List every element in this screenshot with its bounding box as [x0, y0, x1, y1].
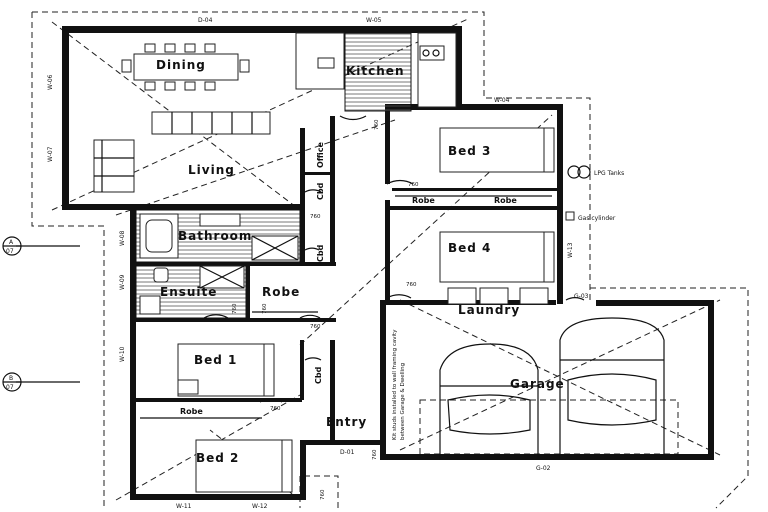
room-label-entry: Entry	[326, 415, 367, 429]
window-code-w11: W-11	[176, 503, 192, 510]
window-code-w06: W-06	[47, 74, 54, 90]
door-code-d01: D-01	[340, 449, 355, 456]
room-label-ensuite: Ensuite	[160, 285, 217, 299]
room-label-garage: Garage	[510, 377, 565, 391]
bed2-furniture	[140, 417, 293, 493]
interior-walls	[136, 104, 557, 440]
door-code-g02: G-02	[536, 465, 551, 472]
bed3-furniture	[395, 127, 555, 197]
window-code-d04: D-04	[198, 17, 213, 24]
room-label-kitchen: Kitchen	[346, 64, 405, 78]
section-marker-b	[2, 372, 80, 392]
room-label-robe-bed2: Robe	[180, 407, 203, 416]
window-code-w12: W-12	[252, 503, 268, 510]
window-code-w04: W-04	[494, 97, 510, 104]
room-label-dining: Dining	[156, 58, 206, 72]
window-code-w13: W-13	[567, 242, 574, 258]
room-label-robe-bed3-a: Robe	[412, 196, 435, 205]
section-marker-a	[2, 236, 80, 256]
kitchen-fittings	[295, 32, 457, 112]
annotation-gas-cylinder: Gas cylinder	[578, 215, 616, 222]
door-size-label: 760	[310, 324, 321, 330]
room-label-cbd-2: Cbd	[316, 244, 325, 262]
door-size-label: 760	[310, 214, 321, 220]
room-label-office: Office	[316, 142, 325, 168]
section-marker-a-letter: A	[9, 239, 14, 246]
room-label-bed4: Bed 4	[448, 241, 491, 255]
window-code-w10: W-10	[119, 346, 126, 362]
room-label-bed2: Bed 2	[196, 451, 239, 465]
annotation-lpg-tanks: LPG Tanks	[594, 170, 624, 177]
room-label-cbd-1: Cbd	[316, 182, 325, 200]
door-swings	[203, 115, 585, 403]
section-marker-b-sheet: 07	[6, 384, 14, 391]
section-marker-b-letter: B	[9, 375, 13, 382]
room-label-bed3: Bed 3	[448, 144, 491, 158]
bed1-furniture	[177, 343, 275, 397]
bathroom-fittings	[135, 209, 301, 263]
annotation-garage-wall-note-2: between Garage & Dwelling	[400, 363, 406, 440]
door-size-label: 760	[372, 449, 378, 460]
garage-cars	[439, 317, 665, 460]
window-code-w08: W-08	[119, 230, 126, 246]
door-size-label: 760	[406, 282, 417, 288]
room-label-robe-bed3-b: Robe	[494, 196, 517, 205]
room-label-living: Living	[188, 163, 235, 177]
lpg-tanks	[565, 165, 591, 221]
door-size-label: 760	[320, 489, 326, 500]
living-furniture	[93, 111, 271, 193]
door-code-g03: G-03	[574, 293, 589, 300]
door-size-label: 760	[232, 303, 238, 314]
dining-table	[121, 43, 250, 91]
room-label-bathroom: Bathroom	[178, 229, 252, 243]
door-size-label: 760	[270, 406, 281, 412]
door-size-label: 760	[374, 119, 380, 130]
room-label-laundry: Laundry	[458, 303, 520, 317]
bed4-furniture	[439, 231, 555, 305]
door-size-label: 760	[408, 182, 419, 188]
room-label-robe-main: Robe	[262, 285, 300, 299]
annotation-garage-wall-note-1: Kit studs installed to wall framing cavi…	[392, 329, 398, 440]
ensuite-fittings	[135, 265, 247, 319]
room-label-bed1: Bed 1	[194, 353, 237, 367]
window-code-w05: W-05	[366, 17, 382, 24]
door-size-label: 760	[262, 303, 268, 314]
window-code-w09: W-09	[119, 274, 126, 290]
window-code-w07: W-07	[47, 146, 54, 162]
section-marker-a-sheet: 07	[6, 248, 14, 255]
room-label-cbd-3: Cbd	[314, 366, 323, 384]
